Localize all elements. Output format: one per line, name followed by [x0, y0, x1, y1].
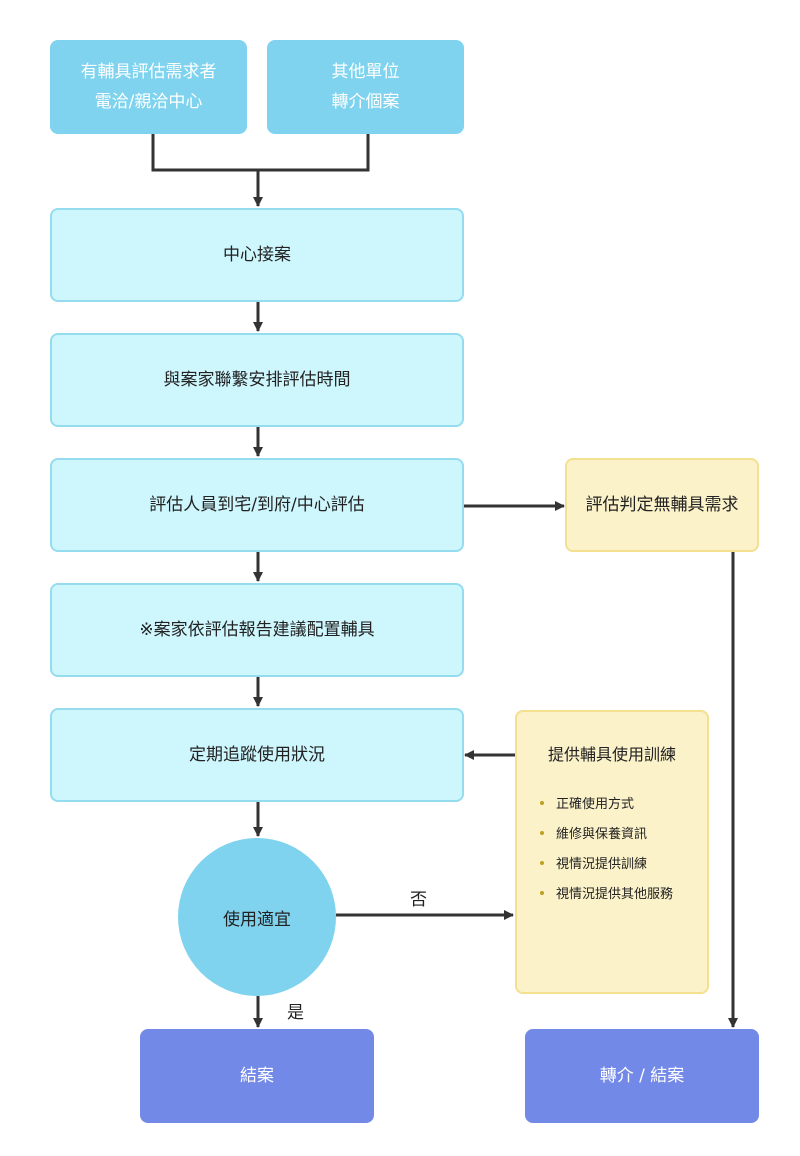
step-tracking: 定期追蹤使用狀況	[50, 708, 464, 802]
bullet-icon	[540, 801, 544, 805]
step-configure: ※案家依評估報告建議配置輔具	[50, 583, 464, 677]
step-configure-label: ※案家依評估報告建議配置輔具	[139, 620, 375, 640]
bullet-icon	[540, 831, 544, 835]
bullet-icon	[540, 891, 544, 895]
source-other-referral: 其他單位 轉介個案	[267, 40, 464, 134]
step-tracking-label: 定期追蹤使用狀況	[189, 745, 325, 765]
no-need-label: 評估判定無輔具需求	[585, 495, 739, 515]
no-need-box: 評估判定無輔具需求	[565, 458, 759, 552]
bullet-icon	[540, 861, 544, 865]
label-yes: 是	[287, 1003, 304, 1023]
step-intake-label: 中心接案	[223, 245, 291, 265]
training-box	[515, 710, 709, 994]
training-item: 視情況提供其他服務	[534, 880, 673, 910]
label-no: 否	[410, 890, 427, 910]
training-item: 正確使用方式	[534, 790, 673, 820]
training-item-text: 視情況提供訓練	[556, 857, 648, 872]
source-other-referral-line1: 其他單位	[331, 62, 400, 82]
training-list: 正確使用方式 維修與保養資訊 視情況提供訓練 視情況提供其他服務	[534, 790, 673, 910]
training-item-text: 維修與保養資訊	[556, 827, 648, 842]
step-intake: 中心接案	[50, 208, 464, 302]
source-assistive-need-line1: 有輔具評估需求者	[80, 62, 217, 82]
step-schedule: 與案家聯繫安排評估時間	[50, 333, 464, 427]
training-item: 維修與保養資訊	[534, 820, 673, 850]
source-assistive-need-line2: 電洽/親洽中心	[94, 92, 203, 112]
decision-circle: 使用適宜	[178, 838, 336, 996]
training-title: 提供輔具使用訓練	[547, 745, 676, 764]
end-close: 結案	[140, 1029, 374, 1123]
step-assessment-label: 評估人員到宅/到府/中心評估	[149, 495, 365, 515]
end-refer-close-label: 轉介 / 結案	[599, 1066, 685, 1086]
step-schedule-label: 與案家聯繫安排評估時間	[163, 370, 351, 390]
training-item: 視情況提供訓練	[534, 850, 673, 880]
source-other-referral-line2: 轉介個案	[331, 92, 400, 112]
end-close-label: 結案	[240, 1066, 274, 1086]
step-assessment: 評估人員到宅/到府/中心評估	[50, 458, 464, 552]
merge-line	[151, 133, 370, 172]
source-assistive-need: 有輔具評估需求者 電洽/親洽中心	[50, 40, 247, 134]
training-item-text: 視情況提供其他服務	[556, 887, 674, 902]
end-refer-close: 轉介 / 結案	[525, 1029, 759, 1123]
training-item-text: 正確使用方式	[556, 797, 635, 812]
decision-label: 使用適宜	[223, 909, 291, 930]
